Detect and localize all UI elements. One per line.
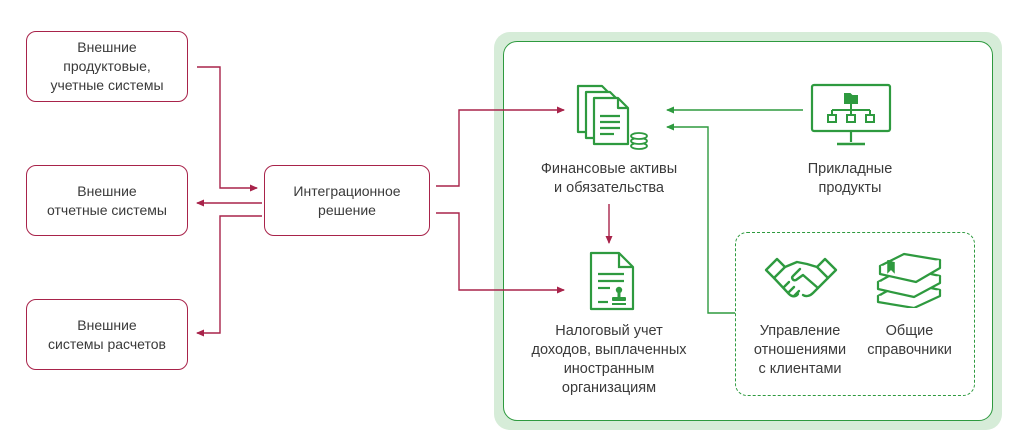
line-integration-to-financial — [436, 106, 565, 187]
integration-solution-box: Интеграционное решение — [264, 165, 430, 236]
line-group-to-financial — [666, 123, 735, 314]
crm-label: Управление отношениями с клиентами — [753, 323, 847, 377]
external-product-systems-box: Внешние продуктовые, учетные системы — [26, 31, 188, 102]
books-icon — [876, 252, 942, 308]
external-settlement-systems-box: Внешние системы расчетов — [26, 299, 188, 370]
tax-accounting-label: Налоговый учет доходов, выплаченных инос… — [531, 323, 687, 396]
applied-products-label: Прикладные продукты — [807, 161, 893, 196]
line-product-to-integration — [197, 66, 258, 192]
financial-assets-label: Финансовые активы и обязательства — [540, 161, 678, 196]
external-reporting-systems-label: Внешние отчетные системы — [47, 182, 167, 218]
reference-books-label: Общие справочники — [867, 323, 952, 358]
crm-reference-group — [735, 232, 975, 396]
line-integration-to-settlement — [196, 215, 262, 337]
documents-coins-icon — [576, 84, 648, 150]
external-settlement-systems-label: Внешние системы расчетов — [48, 316, 166, 352]
line-integration-to-tax — [436, 212, 565, 294]
handshake-icon — [764, 257, 838, 298]
integration-solution-label: Интеграционное решение — [293, 182, 401, 218]
monitor-org-chart-icon — [810, 83, 892, 146]
external-reporting-systems-box: Внешние отчетные системы — [26, 165, 188, 236]
external-product-systems-label: Внешние продуктовые, учетные системы — [50, 39, 164, 93]
stamped-document-icon — [589, 251, 635, 311]
